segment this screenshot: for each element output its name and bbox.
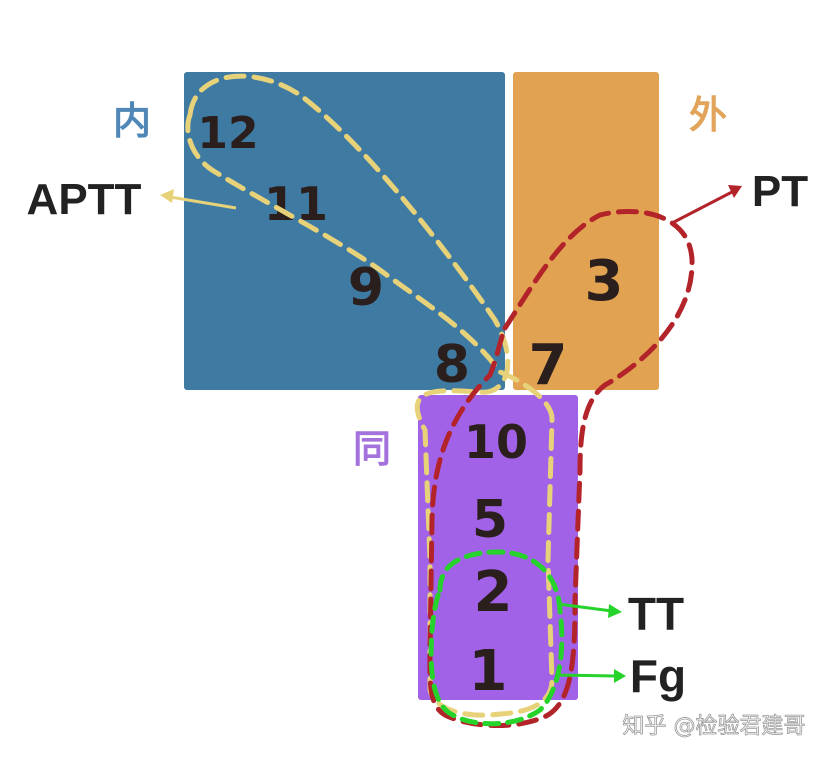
factor-3: 3 xyxy=(585,249,624,314)
fg-arrow-head xyxy=(614,669,626,683)
intrinsic-label: 内 xyxy=(113,99,151,143)
aptt-arrow-line xyxy=(169,195,237,210)
common-label: 同 xyxy=(353,427,391,471)
aptt-arrow-head xyxy=(160,189,174,203)
tt-label: TT xyxy=(628,588,684,640)
factor-10: 10 xyxy=(464,415,528,469)
tt-arrow-line xyxy=(557,602,613,613)
extrinsic-pathway-box xyxy=(513,72,659,390)
pt-arrow-line xyxy=(673,190,733,224)
aptt-outline xyxy=(185,73,555,718)
fg-label: Fg xyxy=(630,650,686,702)
factor-5: 5 xyxy=(472,490,508,550)
pt-arrow-head xyxy=(728,185,742,198)
tt-arrow-head xyxy=(608,604,622,618)
aptt-label: APTT xyxy=(27,175,142,224)
factor-12: 12 xyxy=(197,108,258,159)
pt-outline xyxy=(427,208,695,728)
extrinsic-label: 外 xyxy=(689,93,727,137)
factor-8: 8 xyxy=(434,335,470,395)
watermark: 知乎 @检验君建哥 xyxy=(623,714,806,739)
intrinsic-pathway-box xyxy=(184,72,505,390)
factor-2: 2 xyxy=(474,560,513,625)
factor-11: 11 xyxy=(264,177,328,231)
pt-label: PT xyxy=(752,167,808,216)
tt-outline xyxy=(428,549,565,727)
common-pathway-box xyxy=(418,395,578,700)
factor-1: 1 xyxy=(469,639,508,704)
factor-7: 7 xyxy=(529,333,568,398)
fg-arrow-line xyxy=(555,673,617,678)
